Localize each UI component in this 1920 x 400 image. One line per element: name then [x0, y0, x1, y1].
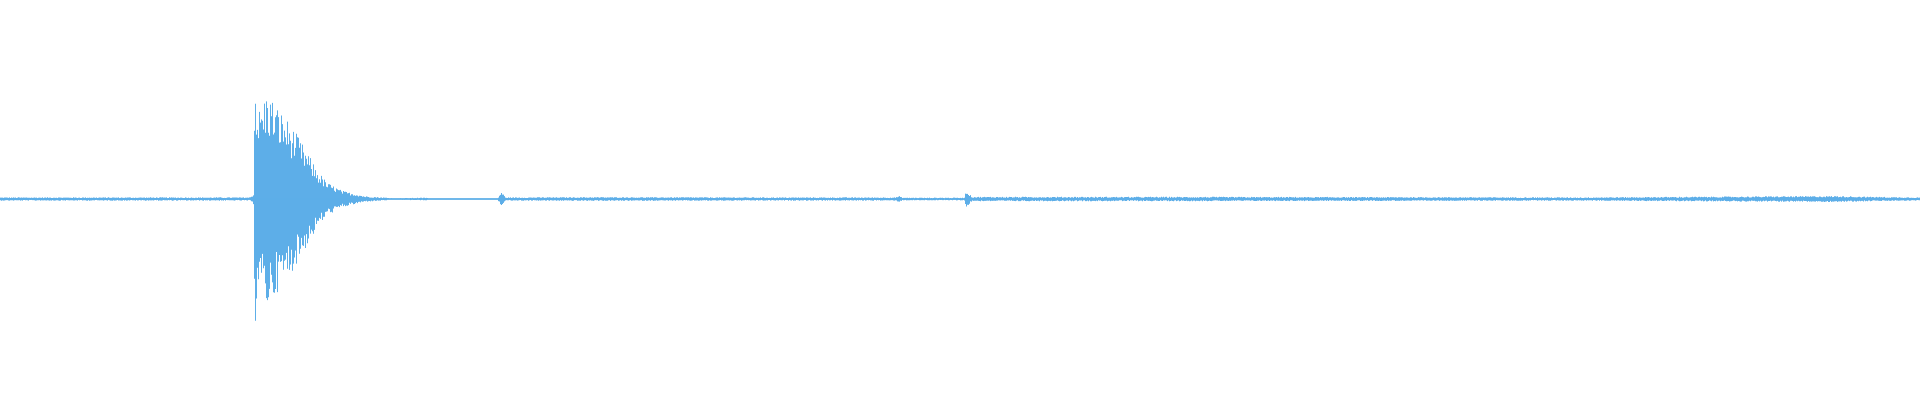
waveform-samples [0, 101, 1920, 321]
waveform-path [0, 101, 1920, 321]
